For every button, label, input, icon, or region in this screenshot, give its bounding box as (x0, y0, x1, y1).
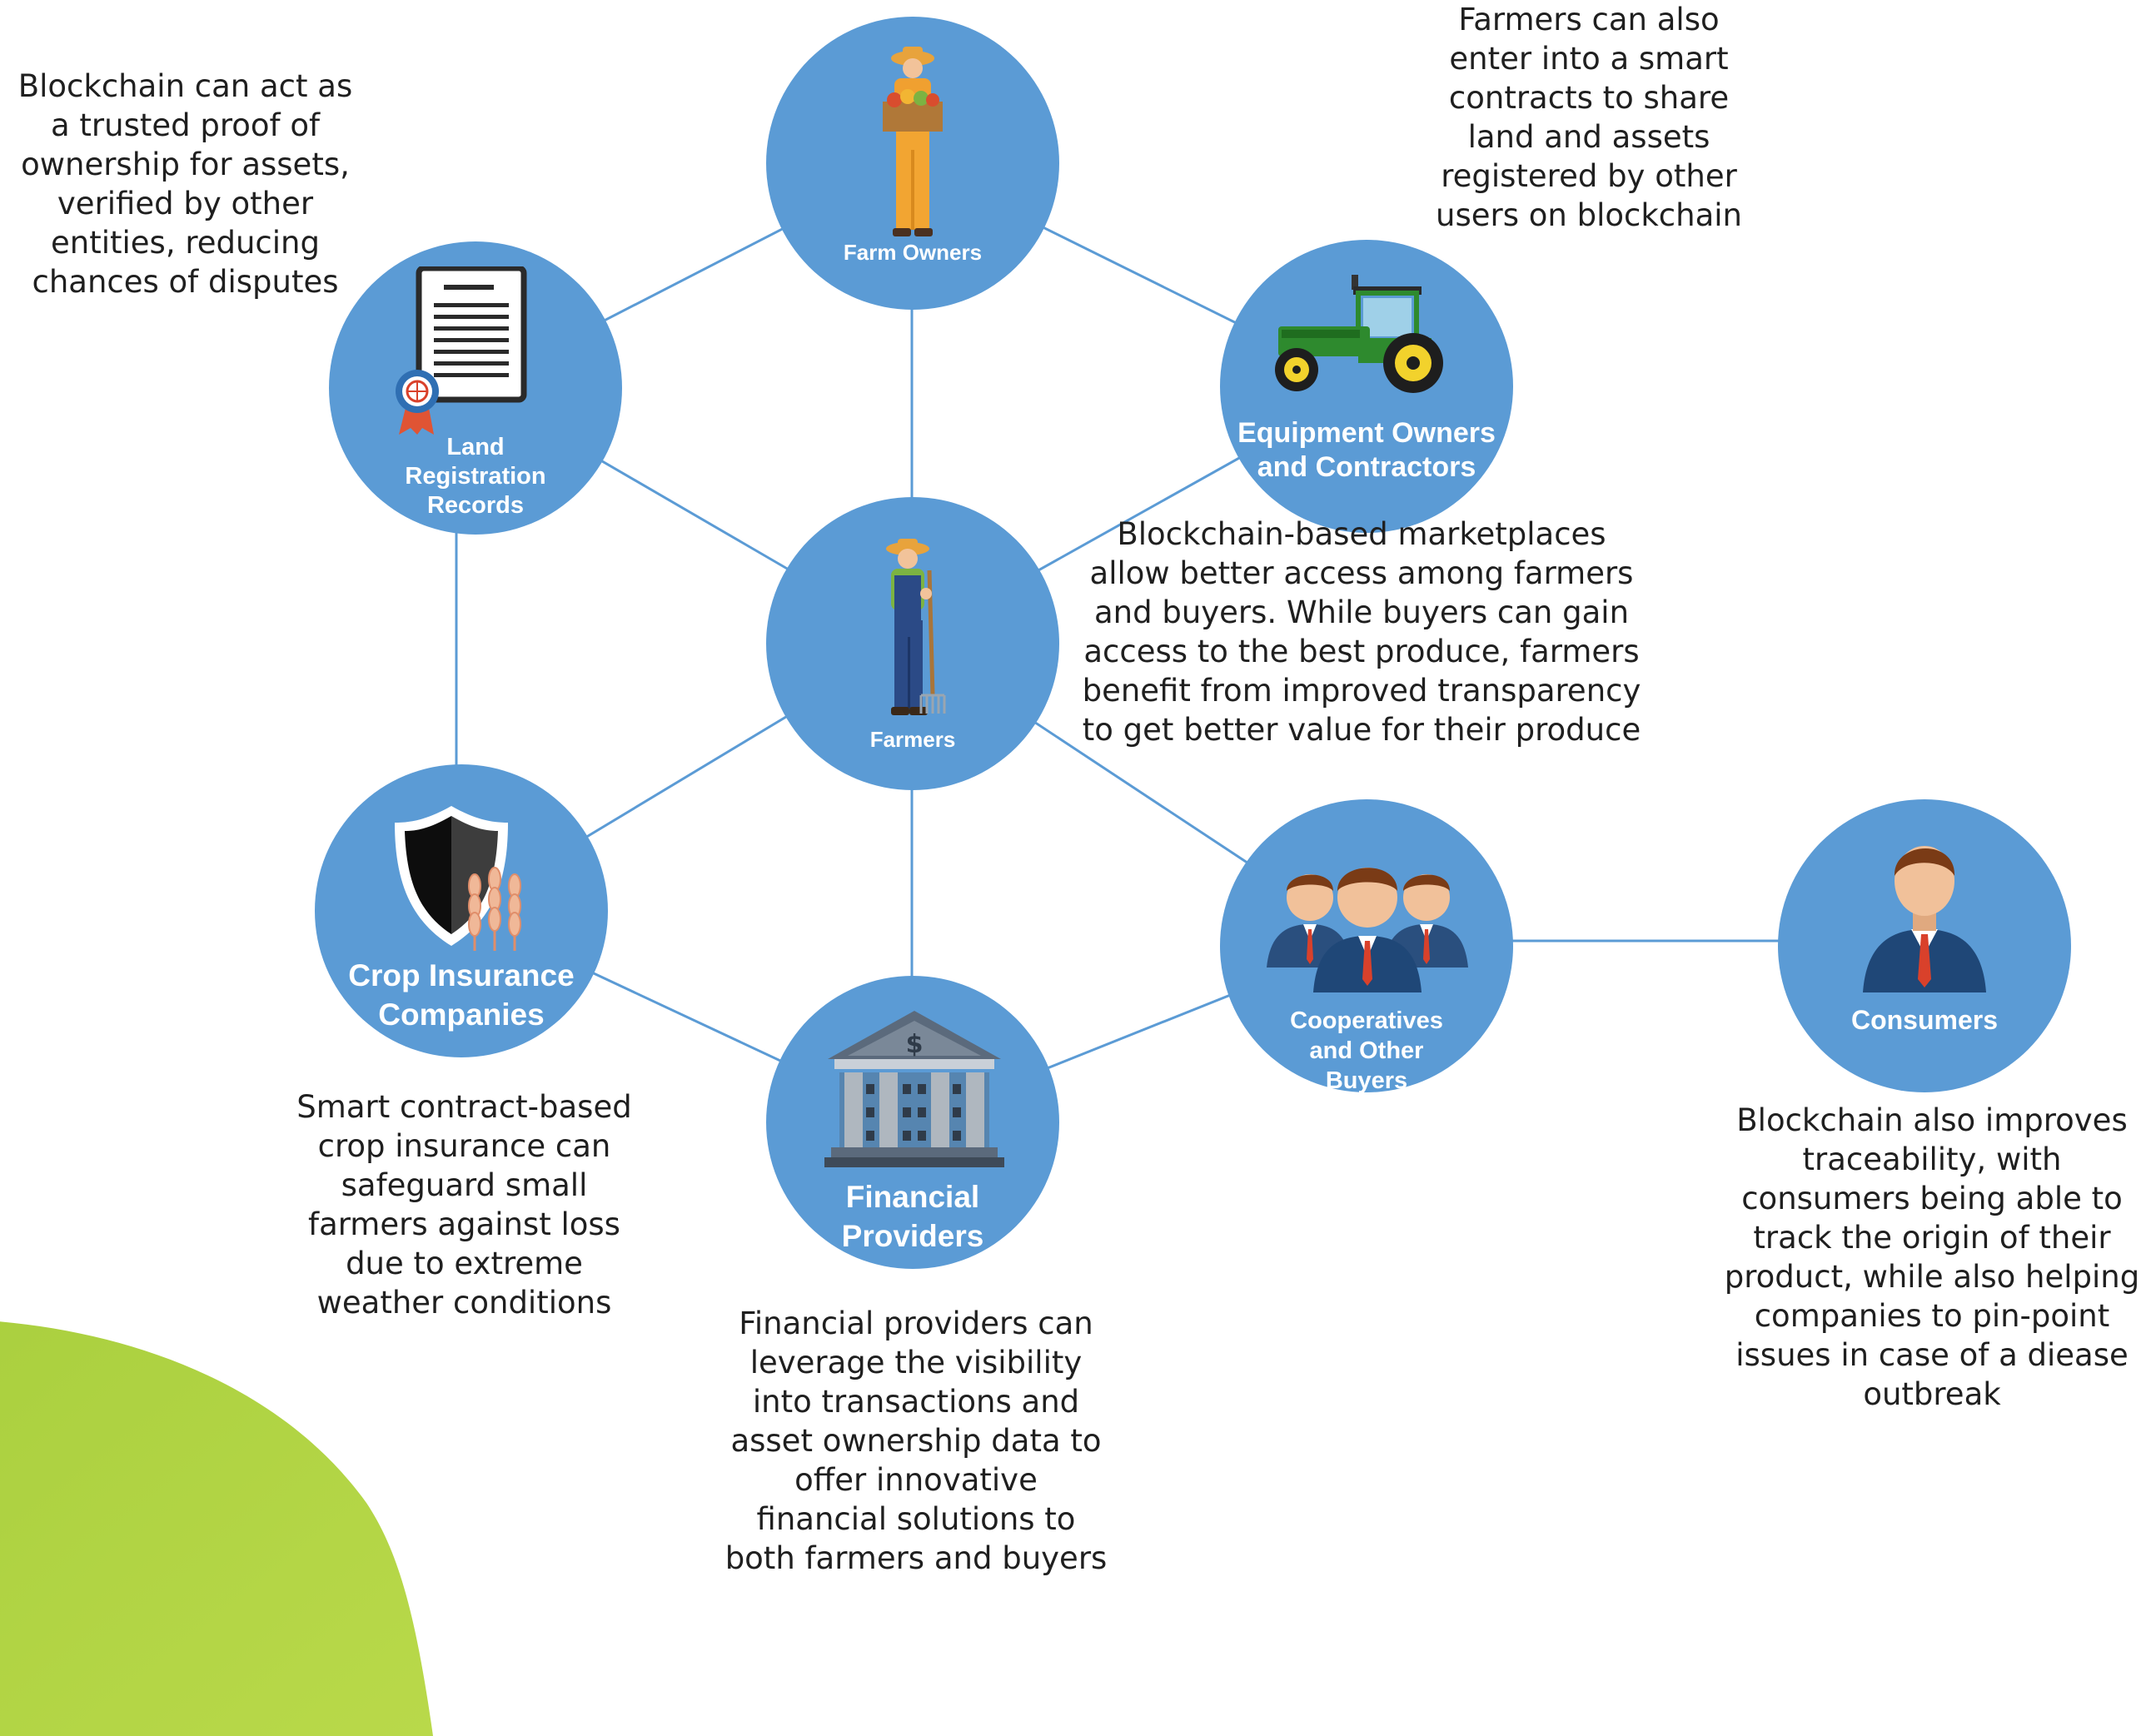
caption-crop-insurance: Smart contract-based crop insurance can … (296, 1089, 632, 1321)
node-consumers: Consumers (1778, 799, 2071, 1092)
green-tractor-icon (1275, 275, 1443, 393)
node-cooperatives: Cooperatives and Other Buyers (1220, 799, 1513, 1094)
caption-marketplaces: Blockchain-based marketplaces allow bett… (1082, 516, 1641, 748)
node-equipment-owners: Equipment Owners and Contractors (1220, 240, 1513, 533)
svg-text:$: $ (906, 1030, 924, 1059)
shield-with-wheat-icon (395, 806, 521, 951)
node-financial-providers: $ Financial Providers (766, 976, 1059, 1269)
farmer-with-pitchfork-icon (886, 539, 946, 715)
node-label-land-registration: Land Registration Records (405, 434, 546, 519)
node-label-crop-insurance: Crop Insurance Companies (348, 958, 575, 1032)
group-of-businessmen-icon (1267, 868, 1468, 992)
farmer-with-produce-crate-icon (883, 47, 943, 236)
globe-seal-icon (396, 370, 439, 435)
businessman-icon (1863, 846, 1986, 992)
bank-building-icon: $ (824, 1011, 1004, 1167)
node-farmers: Farmers (766, 497, 1059, 790)
node-label-financial-providers: Financial Providers (841, 1180, 984, 1253)
caption-ownership-proof: Blockchain can act as a trusted proof of… (17, 68, 353, 300)
caption-traceability: Blockchain also improves traceability, w… (1724, 1102, 2140, 1412)
node-farm-owners: Farm Owners (766, 17, 1059, 310)
node-label-consumers: Consumers (1850, 1005, 1999, 1035)
caption-financial-providers: Financial providers can leverage the vis… (724, 1306, 1108, 1576)
node-crop-insurance: Crop Insurance Companies (315, 764, 608, 1057)
node-label-farm-owners: Farm Owners (843, 240, 983, 265)
node-label-farmers: Farmers (869, 727, 956, 752)
node-land-registration: Land Registration Records (329, 241, 622, 535)
certificate-document-icon (396, 266, 527, 435)
node-label-cooperatives: Cooperatives and Other Buyers (1290, 1007, 1443, 1094)
node-label-equipment-owners: Equipment Owners and Contractors (1237, 417, 1496, 483)
caption-smart-contracts: Farmers can also enter into a smart cont… (1436, 2, 1742, 233)
